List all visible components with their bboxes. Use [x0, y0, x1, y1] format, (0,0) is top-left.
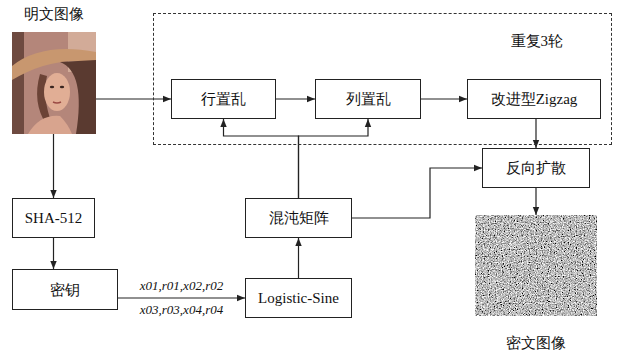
edge-label: x01,r01,x02,r02 x03,r03,x04,r04: [140, 274, 223, 322]
eye: [50, 86, 54, 89]
arrow-connector: [224, 119, 299, 198]
group-label: 重复3轮: [511, 32, 564, 50]
arrow-connector: [53, 238, 54, 269]
shoulder: [28, 116, 72, 134]
face: [44, 73, 70, 111]
box-label: 行置乱: [201, 90, 246, 108]
image-ground: [12, 32, 96, 134]
mouth: [53, 102, 61, 103]
plain-image: [12, 32, 96, 134]
box-label: SHA-512: [25, 209, 83, 227]
process-box: SHA-512: [12, 198, 95, 238]
arrow-connector: [96, 98, 171, 99]
eye: [60, 86, 64, 89]
process-box: 密钥: [12, 269, 118, 310]
arrow-connector: [53, 134, 54, 198]
process-box: 列置乱: [315, 79, 421, 119]
box-label: 反向扩散: [506, 159, 566, 177]
process-box: 混沌矩阵: [245, 198, 352, 238]
box-label: Logistic-Sine: [258, 289, 339, 307]
arrow-connector: [276, 98, 315, 99]
process-box: Logistic-Sine: [245, 278, 352, 318]
process-box: 改进型Zigzag: [467, 79, 601, 119]
arrow-connector: [535, 119, 536, 148]
arrow-connector: [352, 168, 482, 218]
arrow-connector: [298, 238, 299, 278]
arrow-connector: [299, 119, 369, 198]
box-label: 列置乱: [346, 90, 391, 108]
cipher-image-noise: [475, 215, 597, 316]
process-box: 反向扩散: [482, 148, 590, 188]
arrow-connector: [421, 98, 467, 99]
image-panel: 密文图像: [475, 215, 597, 316]
image-frame: [12, 32, 24, 134]
cipher-image-ground: [475, 215, 597, 316]
process-box: 行置乱: [171, 79, 276, 119]
box-label: 改进型Zigzag: [491, 90, 578, 108]
repeat-group: 重复3轮行置乱 列置乱 改进型Zigzag: [153, 13, 612, 145]
image-caption: 明文图像: [24, 5, 84, 23]
image-panel: 明文图像: [12, 32, 96, 134]
arrow-connector: [535, 188, 536, 215]
box-label: 混沌矩阵: [269, 209, 329, 227]
box-label: 密钥: [50, 281, 80, 299]
arrow-connector: [118, 297, 245, 298]
image-caption: 密文图像: [506, 334, 566, 352]
